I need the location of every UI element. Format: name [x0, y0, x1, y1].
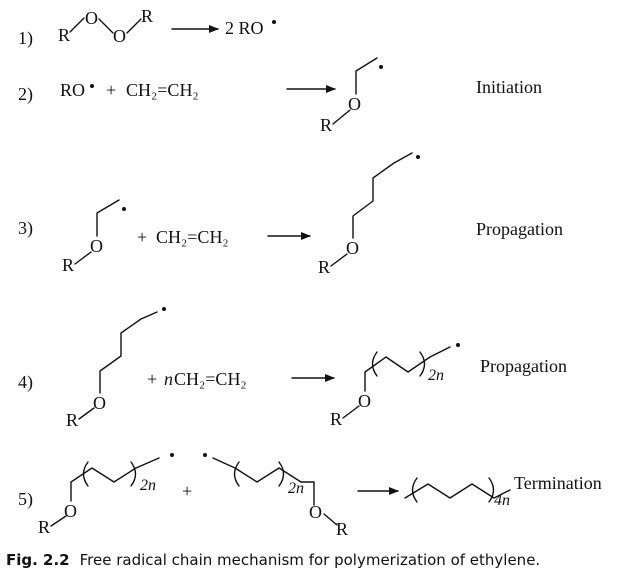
- plus-sign: +: [137, 227, 147, 247]
- atom-O: O: [93, 393, 106, 413]
- atom-R: R: [336, 519, 348, 539]
- radical-dot: [272, 20, 276, 24]
- atom-O: O: [64, 501, 77, 521]
- repeat-subscript: 2n: [428, 367, 444, 384]
- bond: [50, 515, 67, 527]
- atom-O: O: [358, 391, 371, 411]
- atom-R: R: [320, 115, 332, 135]
- step-number: 3): [18, 218, 33, 239]
- step-number: 1): [18, 28, 33, 49]
- bond: [78, 407, 95, 420]
- step-5: 5) R O 2n + 2n O R 4n Termination: [18, 453, 602, 539]
- radical-dot: [416, 155, 420, 159]
- bond: [70, 457, 160, 502]
- atom-O: O: [346, 238, 359, 258]
- step-2: 2) RO + CH₂=CH₂ R O Initiation: [18, 57, 542, 135]
- atom-R: R: [141, 6, 153, 26]
- repeat-subscript: 2n: [288, 480, 304, 497]
- plus-sign: +: [106, 80, 116, 100]
- bond: [352, 152, 413, 239]
- plus-sign: +: [147, 369, 157, 389]
- bond: [74, 251, 92, 265]
- radical-dot: [90, 84, 94, 88]
- caption-label: Fig. 2.2: [6, 551, 70, 569]
- repeat-subscript: 4n: [494, 492, 510, 509]
- n-coefficient: n: [164, 369, 173, 389]
- right-bracket: [488, 477, 495, 503]
- bond: [69, 17, 85, 33]
- bond: [99, 311, 158, 394]
- atom-R: R: [330, 409, 342, 429]
- stage-label: Initiation: [476, 77, 542, 97]
- atom-O: O: [85, 8, 98, 28]
- atom-O: O: [309, 502, 322, 522]
- stage-label: Propagation: [476, 219, 563, 239]
- step-1: 1) R O O R 2 RO: [18, 6, 276, 49]
- bond: [364, 346, 451, 392]
- ethylene-text: CH₂=CH₂: [126, 80, 199, 100]
- stage-label: Termination: [514, 473, 602, 493]
- atom-O: O: [113, 26, 126, 46]
- plus-sign: +: [182, 481, 192, 501]
- atom-R: R: [62, 255, 74, 275]
- bond: [404, 483, 511, 499]
- bond: [332, 109, 351, 125]
- step-number: 2): [18, 84, 33, 105]
- step-number: 4): [18, 372, 33, 393]
- right-bracket: [419, 351, 426, 377]
- reactant-text: RO: [60, 80, 85, 100]
- figure-caption: Fig. 2.2 Free radical chain mechanism for…: [6, 551, 634, 569]
- radical-dot: [203, 453, 207, 457]
- right-bracket: [130, 461, 137, 487]
- right-bracket: [278, 461, 285, 487]
- stage-label: Propagation: [480, 356, 567, 376]
- bond: [355, 57, 378, 95]
- radical-dot: [122, 207, 126, 211]
- left-bracket: [411, 477, 418, 503]
- bond: [98, 18, 114, 34]
- radical-dot: [162, 307, 166, 311]
- atom-R: R: [58, 25, 70, 45]
- left-bracket: [82, 461, 89, 487]
- atom-O: O: [348, 94, 361, 114]
- repeat-subscript: 2n: [140, 477, 156, 494]
- step-3: 3) R O + CH₂=CH₂ R O Propagation: [18, 152, 563, 277]
- bond: [342, 405, 360, 419]
- atom-R: R: [38, 517, 50, 537]
- radical-dot: [456, 343, 460, 347]
- bond: [96, 199, 120, 237]
- ethylene-text: CH₂=CH₂: [174, 369, 247, 389]
- step-4: 4) R O + n CH₂=CH₂ R O 2n Propagation: [18, 307, 567, 430]
- radical-dot: [379, 65, 383, 69]
- left-bracket: [371, 351, 378, 377]
- caption-text: Free radical chain mechanism for polymer…: [79, 551, 541, 569]
- ethylene-text: CH₂=CH₂: [156, 227, 229, 247]
- bond: [330, 253, 348, 267]
- atom-O: O: [90, 236, 103, 256]
- atom-R: R: [66, 410, 78, 430]
- product-text: 2 RO: [225, 18, 264, 38]
- step-number: 5): [18, 489, 33, 510]
- radical-dot: [170, 453, 174, 457]
- left-bracket: [233, 461, 240, 487]
- bond: [323, 513, 338, 526]
- bond: [126, 18, 142, 34]
- atom-R: R: [318, 257, 330, 277]
